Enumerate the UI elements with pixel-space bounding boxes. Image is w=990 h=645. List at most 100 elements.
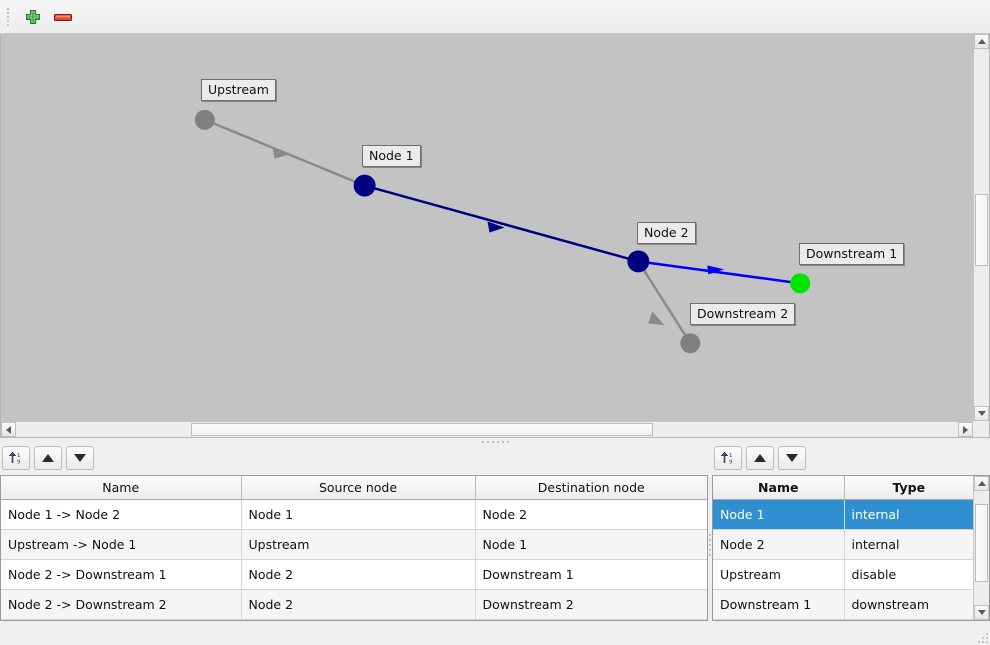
- edge-node2-downstream2[interactable]: [637, 260, 692, 344]
- table-row[interactable]: Node 2 internal: [713, 529, 973, 560]
- table-row[interactable]: Node 1 -> Node 2 Node 1 Node 2: [1, 499, 707, 530]
- edges-table-header-row: Name Source node Destination node: [1, 476, 707, 500]
- edge-destination-cell: Downstream 1: [475, 559, 707, 590]
- nodes-panel-toolbar: 1 9: [714, 444, 806, 472]
- node-node2[interactable]: [627, 250, 650, 273]
- edge-node2-downstream1[interactable]: [638, 260, 801, 285]
- nodes-column-header-name[interactable]: Name: [713, 476, 845, 500]
- node-name-cell: Upstream: [713, 559, 845, 590]
- bottom-panels: 1 9 Name Source node: [0, 444, 990, 645]
- nodes-move-down-button[interactable]: [778, 446, 806, 470]
- nodes-scroll-down-button[interactable]: [974, 605, 989, 620]
- nodes-move-up-button[interactable]: [746, 446, 774, 470]
- nodes-table: Name Type Node 1 internal Node 2 i: [713, 476, 973, 620]
- nodes-table-header-row: Name Type: [713, 476, 973, 500]
- nodes-panel: 1 9 Name: [712, 444, 990, 645]
- triangle-down-icon: [74, 454, 86, 462]
- table-row[interactable]: Node 2 -> Downstream 2 Node 2 Downstream…: [1, 589, 707, 620]
- sort-icon: 1 9: [720, 451, 733, 466]
- edges-table-container[interactable]: Name Source node Destination node Node 1…: [0, 475, 708, 621]
- node-name-cell: Downstream 1: [713, 589, 845, 620]
- edges-panel-toolbar: 1 9: [2, 444, 94, 472]
- edge-name-cell: Node 2 -> Downstream 2: [1, 589, 242, 620]
- edges-column-header-name[interactable]: Name: [1, 476, 242, 500]
- edge-name-cell: Upstream -> Node 1: [1, 529, 242, 560]
- edges-column-header-source[interactable]: Source node: [241, 476, 476, 500]
- canvas-horizontal-scroll-thumb[interactable]: [191, 423, 653, 436]
- edges-move-up-button[interactable]: [34, 446, 62, 470]
- horizontal-splitter[interactable]: [0, 438, 990, 446]
- node-label-upstream[interactable]: Upstream: [201, 79, 276, 101]
- svg-text:1: 1: [729, 453, 733, 459]
- canvas-vertical-scrollbar[interactable]: [973, 34, 989, 421]
- nodes-scroll-up-button[interactable]: [974, 476, 989, 491]
- node-name-cell: Node 2: [713, 529, 845, 560]
- graph-canvas-area: Upstream Node 1 Node 2 Downstream 1 Down…: [0, 34, 990, 438]
- window-resize-grip[interactable]: [976, 631, 988, 643]
- graph-canvas[interactable]: Upstream Node 1 Node 2 Downstream 1 Down…: [1, 34, 973, 421]
- scroll-left-button[interactable]: [1, 422, 16, 437]
- main-toolbar: [0, 0, 990, 34]
- svg-text:1: 1: [17, 453, 21, 459]
- nodes-table-container[interactable]: Name Type Node 1 internal Node 2 i: [712, 475, 990, 621]
- triangle-up-icon: [42, 454, 54, 462]
- node-node1[interactable]: [353, 174, 376, 197]
- nodes-vertical-scroll-thumb[interactable]: [975, 504, 988, 582]
- edge-upstream-node1[interactable]: [204, 118, 366, 187]
- remove-button[interactable]: [48, 3, 78, 31]
- edge-node2-downstream2-arrow: [648, 311, 665, 326]
- table-row[interactable]: Node 1 internal: [713, 499, 973, 530]
- table-row[interactable]: Upstream disable: [713, 559, 973, 590]
- scroll-right-button[interactable]: [958, 422, 973, 437]
- edge-name-cell: Node 2 -> Downstream 1: [1, 559, 242, 590]
- edge-source-cell: Upstream: [241, 529, 476, 560]
- triangle-up-icon: [754, 454, 766, 462]
- node-label-downstream2[interactable]: Downstream 2: [690, 303, 796, 325]
- edges-move-down-button[interactable]: [66, 446, 94, 470]
- node-label-node2[interactable]: Node 2: [637, 222, 696, 244]
- node-upstream[interactable]: [194, 109, 215, 130]
- edges-table-filler-row: [1, 619, 707, 620]
- node-label-node1[interactable]: Node 1: [362, 145, 421, 167]
- edges-column-header-destination[interactable]: Destination node: [475, 476, 707, 500]
- chevron-down-icon: [977, 610, 986, 615]
- node-downstream1[interactable]: [790, 273, 811, 294]
- add-icon: [26, 9, 40, 24]
- scrollbar-corner: [973, 421, 989, 437]
- chevron-up-icon: [977, 481, 986, 486]
- chevron-right-icon: [963, 425, 968, 434]
- remove-icon: [54, 13, 72, 21]
- vertical-splitter[interactable]: [708, 444, 712, 645]
- edge-node1-node2-arrow: [487, 221, 505, 233]
- canvas-vertical-scroll-thumb[interactable]: [975, 194, 988, 266]
- edges-sort-button[interactable]: 1 9: [2, 446, 30, 470]
- table-row[interactable]: Upstream -> Node 1 Upstream Node 1: [1, 529, 707, 560]
- edge-destination-cell: Downstream 2: [475, 589, 707, 620]
- node-downstream2[interactable]: [680, 333, 701, 354]
- node-type-cell: internal: [844, 499, 973, 530]
- table-row[interactable]: Downstream 1 downstream: [713, 589, 973, 620]
- canvas-horizontal-scrollbar[interactable]: [1, 421, 973, 437]
- edge-node2-downstream1-arrow: [707, 265, 725, 275]
- graph-drawing: [194, 109, 811, 354]
- node-label-downstream1[interactable]: Downstream 1: [799, 243, 905, 265]
- chevron-down-icon: [977, 411, 986, 416]
- add-button[interactable]: [18, 3, 48, 31]
- nodes-table-vertical-scrollbar[interactable]: [973, 476, 989, 620]
- node-type-cell: downstream: [844, 589, 973, 620]
- edge-source-cell: Node 2: [241, 589, 476, 620]
- scroll-down-button[interactable]: [974, 406, 989, 421]
- chevron-up-icon: [977, 39, 986, 44]
- nodes-column-header-type[interactable]: Type: [844, 476, 973, 500]
- triangle-down-icon: [786, 454, 798, 462]
- edge-destination-cell: Node 1: [475, 529, 707, 560]
- edge-source-cell: Node 2: [241, 559, 476, 590]
- table-row[interactable]: Node 2 -> Downstream 1 Node 2 Downstream…: [1, 559, 707, 590]
- scroll-up-button[interactable]: [974, 34, 989, 49]
- toolbar-drag-grip[interactable]: [3, 6, 13, 28]
- graph-edges: [204, 118, 801, 344]
- edge-node1-node2[interactable]: [364, 184, 639, 263]
- chevron-left-icon: [6, 425, 11, 434]
- nodes-sort-button[interactable]: 1 9: [714, 446, 742, 470]
- node-name-cell: Node 1: [713, 499, 845, 530]
